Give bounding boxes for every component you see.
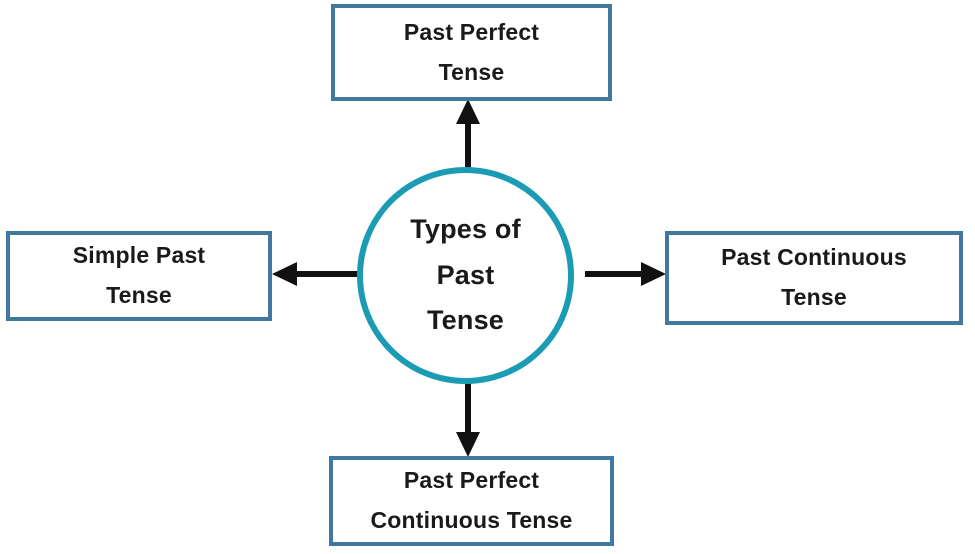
arrow-down <box>456 381 480 457</box>
node-label-past-perfect-tense: Past Perfect Tense <box>403 18 540 85</box>
arrow-right <box>585 262 666 286</box>
arrow-up <box>456 99 480 176</box>
node-past-perfect-continuous-tense[interactable]: Past Perfect Continuous Tense <box>329 456 614 546</box>
node-past-continuous-tense[interactable]: Past Continuous Tense <box>665 231 963 325</box>
node-label-past-perfect-continuous-tense: Past Perfect Continuous Tense <box>370 467 573 533</box>
center-node-label: Types of Past Tense <box>410 213 521 336</box>
node-label-past-continuous-tense: Past Continuous Tense <box>721 244 907 310</box>
node-past-perfect-tense[interactable]: Past Perfect Tense <box>331 4 612 101</box>
node-simple-past-tense[interactable]: Simple Past Tense <box>6 231 272 321</box>
node-label-simple-past-tense: Simple Past Tense <box>72 242 206 308</box>
center-node-types-of-past-tense[interactable]: Types of Past Tense <box>357 167 574 384</box>
arrow-left <box>272 262 360 286</box>
